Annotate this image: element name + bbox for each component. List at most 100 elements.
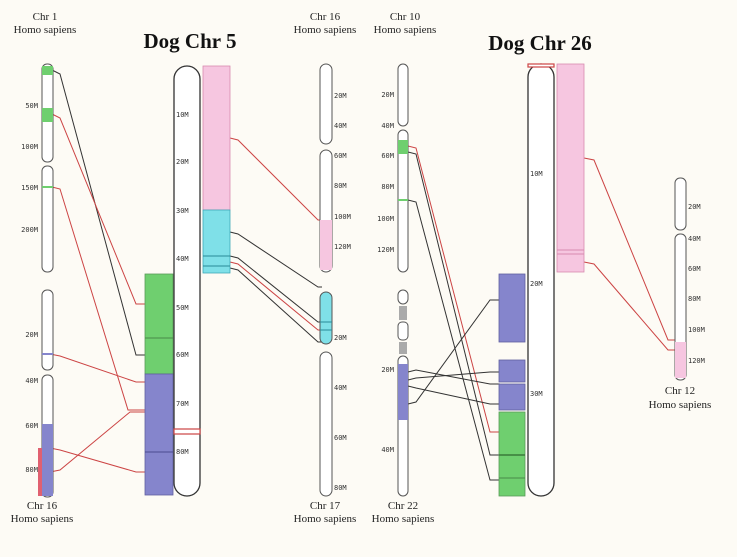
tick-label: 80M — [334, 484, 347, 492]
tick-label: 40M — [25, 377, 38, 385]
tick-label: 100M — [21, 143, 38, 151]
synteny-links — [49, 69, 676, 481]
tick-label: 20M — [381, 366, 394, 374]
link-line — [407, 145, 500, 433]
tick-label: 50M — [25, 102, 38, 110]
chr1-species: Homo sapiens — [14, 24, 77, 36]
tick-label: 80M — [25, 466, 38, 474]
link-line — [407, 151, 500, 456]
chr16-top-ticks: 20M 40M 60M 80M 100M 120M — [334, 92, 351, 251]
dog5-pink-block — [202, 65, 231, 211]
chr10-green-block — [398, 140, 408, 154]
chr1-ticks: 50M 100M 150M 200M — [21, 102, 38, 234]
dog-chr26-title: Dog Chr 26 — [488, 31, 591, 55]
chr1-green-block-a — [42, 66, 53, 75]
tick-label: 30M — [530, 390, 543, 398]
chr22-ticks: 20M 40M — [381, 366, 394, 454]
dog-chr5-synteny-blocks — [144, 273, 174, 496]
tick-label: 40M — [381, 122, 394, 130]
tick-label: 70M — [176, 400, 189, 408]
dog5-red-marker — [173, 428, 201, 435]
tick-label: 60M — [334, 434, 347, 442]
dog-chr5-title: Dog Chr 5 — [144, 29, 237, 53]
tick-label: 60M — [688, 265, 701, 273]
tick-label: 100M — [334, 213, 351, 221]
dog-chr26-right-blocks — [556, 63, 585, 273]
chr16-bottom-ticks: 20M 40M 60M 80M — [25, 331, 38, 474]
chr17-species: Homo sapiens — [294, 513, 357, 525]
chr16-bottom-chromosome — [38, 289, 54, 498]
link-line — [407, 385, 500, 405]
chr16-bottom-label: Chr 16 — [27, 500, 58, 512]
chr12-chromosome — [674, 177, 687, 381]
link-line — [229, 261, 322, 331]
tick-label: 60M — [25, 422, 38, 430]
chr16-blue-block — [42, 424, 53, 496]
dog-chr5-right-blocks — [202, 65, 231, 274]
chr16-bottom-species: Homo sapiens — [11, 513, 74, 525]
chr1-green-block-b — [42, 108, 53, 122]
link-line — [407, 299, 500, 405]
chr17-ticks: 20M 40M 60M 80M — [334, 334, 347, 492]
chr16-top-chromosome — [319, 63, 333, 273]
dog26-blue-block-c — [498, 383, 526, 411]
chr12-species: Homo sapiens — [649, 399, 712, 411]
chr12-ticks: 20M 40M 60M 80M 100M 120M — [688, 203, 705, 365]
tick-label: 50M — [176, 304, 189, 312]
dog-chr26-synteny-blocks — [498, 273, 526, 497]
tick-label: 120M — [688, 357, 705, 365]
chr10-label: Chr 10 — [390, 11, 421, 23]
link-line — [583, 261, 676, 351]
link-line — [49, 447, 146, 473]
tick-label: 40M — [334, 384, 347, 392]
chr16-top-label: Chr 16 — [310, 11, 341, 23]
dog26-green-block — [498, 411, 526, 497]
tick-label: 80M — [381, 183, 394, 191]
tick-label: 20M — [334, 334, 347, 342]
link-line — [407, 199, 500, 481]
chr16-top-species: Homo sapiens — [294, 24, 357, 36]
link-line — [51, 113, 146, 305]
chr22-label: Chr 22 — [388, 500, 418, 512]
chr16-red-marker — [38, 448, 42, 496]
chr12-pink-block — [675, 342, 686, 378]
link-line — [229, 231, 322, 288]
chr10-chromosome — [397, 63, 409, 273]
link-line — [229, 137, 326, 221]
tick-label: 40M — [176, 255, 189, 263]
tick-label: 20M — [176, 158, 189, 166]
tick-label: 120M — [334, 243, 351, 251]
tick-label: 40M — [381, 446, 394, 454]
tick-label: 40M — [688, 235, 701, 243]
dog26-blue-block-a — [498, 273, 526, 343]
chr16-top-pink-block — [320, 220, 332, 270]
chr1-label: Chr 1 — [33, 11, 58, 23]
link-line — [49, 353, 146, 383]
tick-label: 60M — [334, 152, 347, 160]
tick-label: 80M — [176, 448, 189, 456]
dog5-blue-block — [144, 373, 174, 496]
link-line — [51, 186, 146, 411]
tick-label: 20M — [25, 331, 38, 339]
tick-label: 80M — [334, 182, 347, 190]
link-line — [229, 267, 322, 343]
chr17-label: Chr 17 — [310, 500, 341, 512]
tick-label: 40M — [334, 122, 347, 130]
tick-label: 60M — [381, 152, 394, 160]
tick-label: 100M — [688, 326, 705, 334]
link-line — [583, 157, 676, 341]
tick-label: 10M — [530, 170, 543, 178]
tick-label: 150M — [21, 184, 38, 192]
dog26-red-marker — [527, 63, 555, 68]
chr12-label: Chr 12 — [665, 385, 695, 397]
chr17-chromosome — [319, 291, 333, 497]
tick-label: 80M — [688, 295, 701, 303]
chr22-blue-block — [398, 364, 408, 420]
tick-label: 30M — [176, 207, 189, 215]
dog5-ticks: 10M 20M 30M 40M 50M 60M 70M 80M — [176, 111, 189, 456]
dog26-blue-block-b — [498, 359, 526, 383]
tick-label: 20M — [334, 92, 347, 100]
dog26-ticks: 10M 20M 30M — [530, 170, 543, 398]
